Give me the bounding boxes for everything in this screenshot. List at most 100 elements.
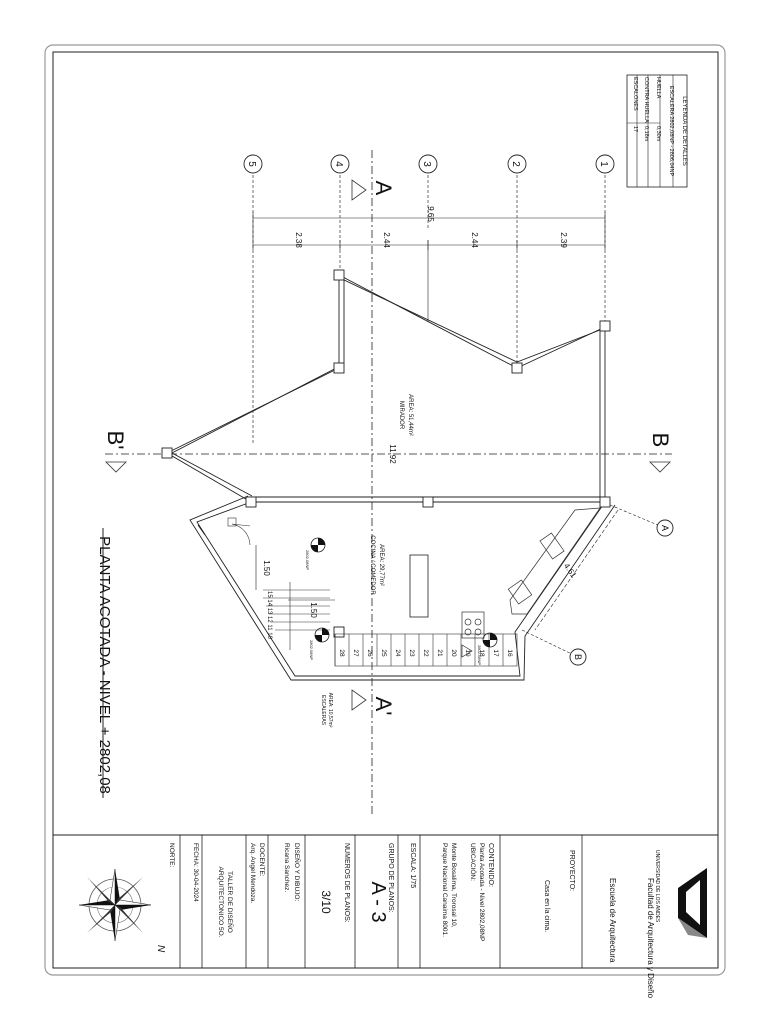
axis-bubble-2: 2: [507, 154, 527, 174]
dim-kitchen-line: [521, 504, 666, 658]
stair-step-number: 26: [366, 649, 373, 657]
stair-step-number: 19: [464, 649, 471, 657]
inner-frame: [52, 51, 719, 969]
title-block: [179, 835, 583, 968]
docente-label: DOCENTE:: [258, 843, 265, 877]
svg-text:3: 3: [421, 161, 432, 167]
svg-text:5: 5: [246, 161, 257, 167]
stair-step-number: 18: [478, 649, 485, 657]
stair-step-number: 27: [352, 649, 359, 657]
section-arrow-a: [351, 179, 367, 201]
numero-label: NUMEROS DE PLANOS:: [343, 843, 350, 923]
axis-bubble-5: 5: [243, 154, 263, 174]
dim-span: 2.38: [294, 232, 303, 248]
university-logo: [678, 868, 707, 938]
level-mark: 2802.08NP: [477, 632, 498, 665]
grupo-value: A - 3: [367, 881, 389, 922]
section-arrow-a-prime: [351, 689, 367, 711]
proyecto-label: PROYECTO:: [568, 850, 575, 891]
stair-step-number: 17: [492, 649, 499, 657]
section-label-a: A: [371, 181, 396, 196]
compass-n-label: N: [155, 945, 166, 953]
docente-value: Arq. Angel Mendoza.: [249, 843, 256, 904]
dim-kitchen: 4.61: [562, 562, 579, 580]
stair-step-number: 24: [394, 649, 401, 657]
stair-lower-flight: [263, 582, 330, 650]
dim-span: 2.39: [559, 232, 568, 248]
diseno-value: Ricana Sanchez.: [283, 843, 290, 892]
legend-row-label: HUELLA: [655, 77, 661, 99]
sheet-title: PLANTA ACOTADA - NIVEL + 2802,08: [96, 536, 113, 794]
faculty-name: Facultad de Arquitectura y Diseño: [646, 878, 655, 999]
ubicacion-value-1: Monte Bosalima, Trorosal 10,: [450, 843, 457, 928]
ubicacion-label: UBICACIÓN:: [469, 843, 478, 881]
section-label-b: B: [648, 433, 673, 448]
room-area-mirador: AREA: 51,44m²: [407, 394, 413, 436]
compass-rose-icon: [78, 868, 152, 942]
kitchen-walls: [189, 495, 616, 681]
school-name: Escuela de Arquitectura: [608, 878, 617, 963]
university-name: UNIVERSIDAD DE LOS ANDES: [654, 850, 660, 923]
stair-small-nums: 15 14 13 12 11 10: [266, 591, 272, 640]
ubicacion-value-2: Parque Nacional Canaima 8001.: [441, 843, 448, 937]
axis-bubble-a: A: [656, 519, 674, 537]
stair-step-number: 28: [338, 649, 345, 657]
svg-text:2802.08NP: 2802.08NP: [309, 640, 314, 660]
svg-text:B: B: [573, 654, 583, 660]
level-mark: 2802.08NP: [309, 627, 330, 660]
kitchen-counter: [461, 507, 601, 639]
axis-bubble-4: 4: [330, 154, 350, 174]
dim-total: 9.65: [426, 206, 435, 222]
legend-row-value: 0,30m: [655, 126, 661, 142]
svg-text:2802.08NP: 2802.08NP: [477, 645, 482, 665]
stair-step-number: 23: [408, 649, 415, 657]
dim-main: 11.92: [388, 444, 397, 464]
wall-columns: [245, 496, 611, 638]
svg-text:1: 1: [598, 161, 609, 167]
stair-step-number: 20: [450, 649, 457, 657]
stair-step-number: 22: [422, 649, 429, 657]
norte-label: NORTE:: [168, 843, 175, 868]
proyecto-value: Casa en la cima.: [543, 880, 550, 932]
legend-title: LEYENDA DE DETALLES: [681, 96, 687, 166]
diseno-label: DISEÑO Y DIBUJO:: [293, 843, 302, 901]
grupo-label: GRUPO DE PLANOS:: [387, 843, 394, 913]
room-name-escaleras: ESCALERAS: [320, 695, 326, 726]
room-area-escaleras: AREA: 10,57m²: [327, 693, 333, 728]
dim-150a: 1.50: [262, 560, 271, 576]
legend-row-label: CONTRA HUELLA: [643, 77, 649, 123]
section-label-b-prime: B': [103, 431, 128, 450]
svg-text:2: 2: [510, 161, 521, 167]
dim-span: 2.44: [470, 232, 479, 248]
dim-span: 2.44: [382, 232, 391, 248]
stair-step-number: 25: [380, 649, 387, 657]
axis-bubble-3: 3: [418, 154, 438, 174]
svg-text:4: 4: [333, 161, 344, 167]
section-arrow-b: [649, 461, 671, 473]
outer-frame: [44, 44, 726, 976]
legend-row-value: 17: [632, 126, 638, 132]
room-area-cocina: AREA: 29,77m²: [378, 544, 384, 586]
dimension-lines: [252, 212, 606, 250]
room-name-cocina: COCINA / COMEDOR: [369, 535, 375, 595]
section-label-a-prime: A': [371, 697, 396, 716]
legend-row-label: ESCALONES: [632, 77, 638, 111]
legend-row-value: 0,18m: [643, 126, 649, 142]
stair-step-number: 16: [506, 649, 513, 657]
mirador-columns: [161, 269, 611, 459]
escala-label: ESCALA: 1/75: [409, 843, 416, 888]
section-arrow-b-prime: [105, 461, 127, 473]
contenido-value: Planta Acotada - Nivel 2802,08NP: [478, 843, 485, 941]
svg-text:2802.08NP: 2802.08NP: [305, 550, 310, 570]
door-swing: [227, 517, 251, 546]
taller-line-2: ARQUITECTONICO 5O.: [217, 866, 224, 937]
dim-150b: 1.50: [309, 602, 318, 618]
svg-text:A: A: [660, 525, 670, 531]
numero-value: 3/10: [319, 890, 333, 914]
fecha-label: FECHA: 30-04-2024: [192, 843, 199, 902]
legend-table: LEYENDA DE DETALLES ESCALERA 2802,08NP -…: [626, 74, 688, 188]
stair-arrow: [461, 644, 473, 658]
axis-bubble-b: B: [569, 648, 587, 666]
